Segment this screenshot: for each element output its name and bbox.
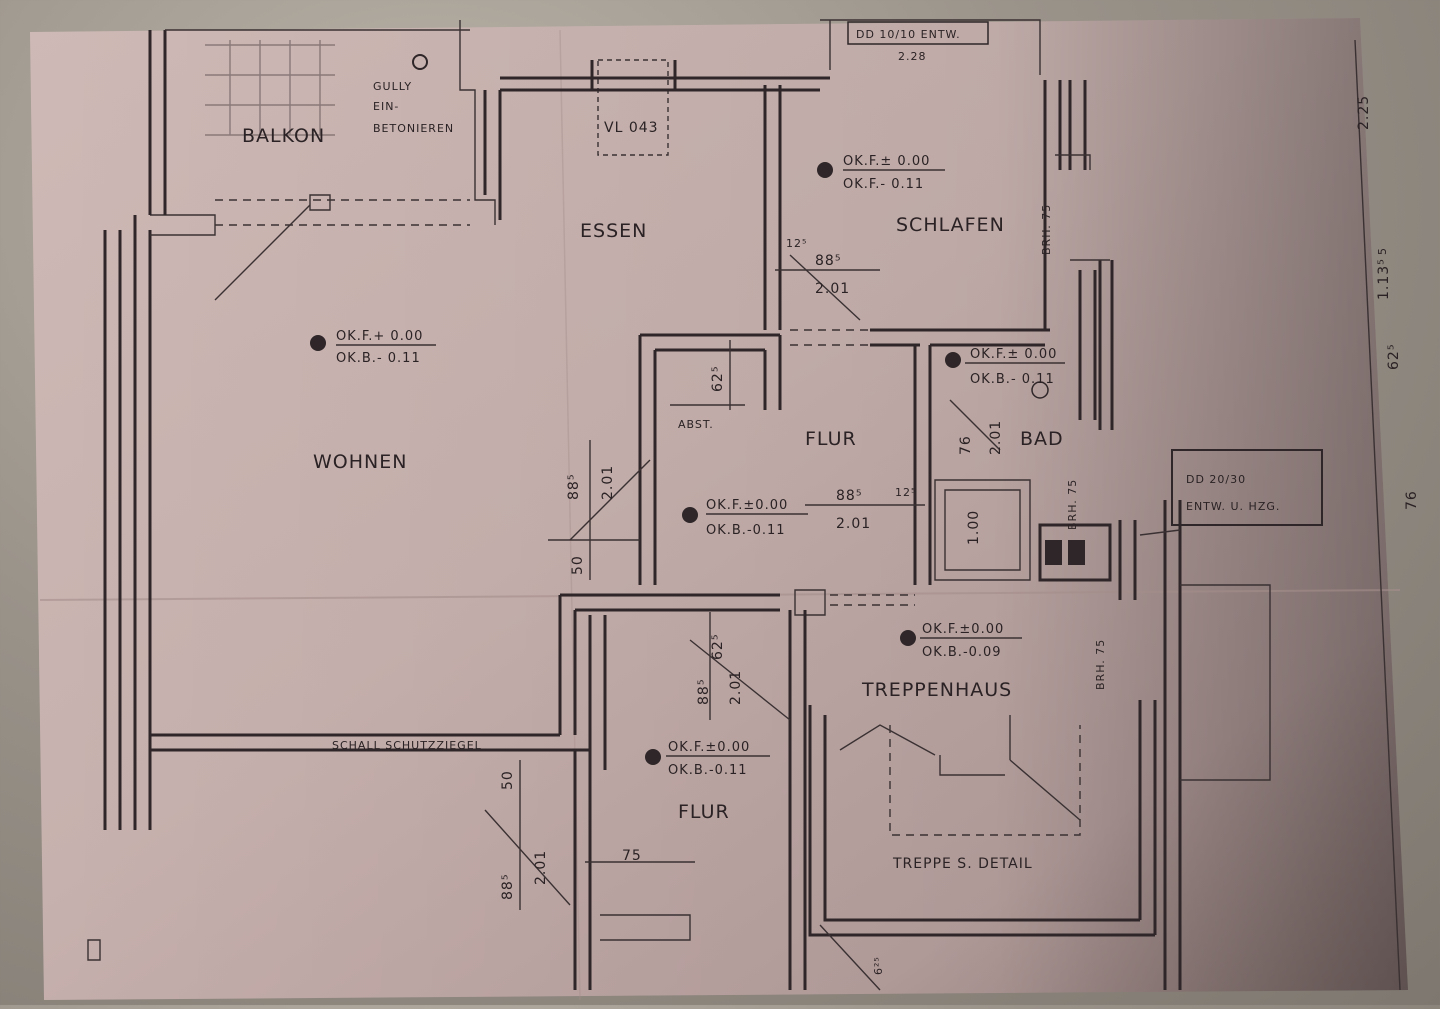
level-flur-f: OK.F.±0.00 bbox=[706, 498, 788, 513]
level-flur-lower-b: OK.B.-0.11 bbox=[668, 763, 748, 778]
dim-12-5-a: 12⁵ bbox=[786, 237, 807, 250]
room-label-flur-upper: FLUR bbox=[805, 428, 857, 450]
dim-62-5-a: 62⁵ bbox=[710, 366, 726, 392]
level-bad-f: OK.F.± 0.00 bbox=[970, 347, 1057, 362]
dim-edge-76: 76 bbox=[1404, 490, 1420, 510]
note-dd-side: DD 20/30 bbox=[1186, 473, 1246, 486]
level-wohnen-b: OK.B.- 0.11 bbox=[336, 351, 421, 366]
fold-line bbox=[559, 29, 581, 1001]
dim-88-5-b: 88⁵ bbox=[566, 474, 582, 500]
room-label-balkon: BALKON bbox=[242, 125, 325, 147]
dim-edge-1-13-5: 1.13⁵ bbox=[1376, 258, 1392, 300]
dim-62-5-b: 62⁵ bbox=[710, 634, 726, 660]
paper-shade bbox=[30, 18, 1408, 1000]
dim-75: 75 bbox=[622, 848, 642, 864]
note-gully: GULLY bbox=[373, 80, 412, 93]
dd-top-box bbox=[847, 21, 989, 45]
level-schlafen-b: OK.F.- 0.11 bbox=[843, 177, 924, 192]
level-treppen-b: OK.B.-0.09 bbox=[922, 645, 1002, 660]
dd-side-box bbox=[1171, 449, 1323, 526]
dimension-lines bbox=[484, 254, 1181, 991]
dim-88-5-c: 88⁵ bbox=[836, 488, 862, 504]
note-abst: ABST. bbox=[678, 418, 714, 431]
note-gully-ein: EIN- bbox=[373, 100, 399, 113]
note-dd-top: DD 10/10 ENTW. bbox=[856, 28, 961, 41]
room-label-treppenhaus: TREPPENHAUS bbox=[861, 679, 1012, 701]
dim-brh-schlafen: BRH. 75 bbox=[1040, 204, 1053, 255]
note-vl: VL 043 bbox=[604, 120, 659, 136]
room-label-schlafen: SCHLAFEN bbox=[896, 214, 1005, 236]
note-dd-top-dim: 2.28 bbox=[898, 50, 927, 63]
level-bad-b: OK.B.- 0.11 bbox=[970, 372, 1055, 387]
note-treppe-detail: TREPPE S. DETAIL bbox=[892, 856, 1033, 872]
dim-88-5-a: 88⁵ bbox=[815, 253, 841, 269]
dim-2-01-a: 2.01 bbox=[815, 281, 850, 297]
dim-88-5-e: 88⁵ bbox=[500, 874, 516, 900]
note-schallschutz: SCHALL SCHUTZZIEGEL bbox=[332, 739, 482, 752]
level-flur-lower-f: OK.F.±0.00 bbox=[668, 740, 750, 755]
dim-brh-bad: BRH. 75 bbox=[1066, 479, 1079, 530]
dim-2-01-b: 2.01 bbox=[600, 465, 616, 500]
level-wohnen-f: OK.F.+ 0.00 bbox=[336, 329, 423, 344]
dim-2-01-e: 2.01 bbox=[728, 670, 744, 705]
room-label-essen: ESSEN bbox=[580, 220, 647, 242]
level-schlafen-f: OK.F.± 0.00 bbox=[843, 154, 930, 169]
dim-6-25-c: 6²⁵ bbox=[872, 956, 885, 975]
dim-1-00: 1.00 bbox=[966, 510, 982, 545]
dim-76-a: 76 bbox=[958, 435, 974, 455]
walls bbox=[87, 19, 1401, 991]
room-label-flur-lower: FLUR bbox=[678, 801, 730, 823]
dim-brh-treppenhaus: BRH. 75 bbox=[1094, 639, 1107, 690]
dim-edge-2-25: 2.25 bbox=[1356, 95, 1372, 130]
dim-edge-62-5: 62⁵ bbox=[1386, 344, 1402, 370]
dim-12-5-b: 12⁵ bbox=[895, 486, 916, 499]
dim-50-a: 50 bbox=[570, 555, 586, 575]
dim-edge-5: 5 bbox=[1376, 247, 1389, 255]
dim-2-01-f: 2.01 bbox=[533, 850, 549, 885]
dim-50-b: 50 bbox=[500, 770, 516, 790]
dim-2-01-d: 2.01 bbox=[988, 420, 1004, 455]
level-markers bbox=[310, 54, 1049, 765]
room-label-wohnen: WOHNEN bbox=[313, 451, 407, 473]
level-treppen-f: OK.F.±0.00 bbox=[922, 622, 1004, 637]
note-dd-side-entw: ENTW. U. HZG. bbox=[1186, 500, 1280, 513]
room-label-bad: BAD bbox=[1020, 428, 1064, 450]
dim-88-5-d: 88⁵ bbox=[696, 679, 712, 705]
note-gully-betonieren: BETONIEREN bbox=[373, 122, 454, 135]
dim-2-01-c: 2.01 bbox=[836, 516, 871, 532]
level-flur-b: OK.B.-0.11 bbox=[706, 523, 786, 538]
